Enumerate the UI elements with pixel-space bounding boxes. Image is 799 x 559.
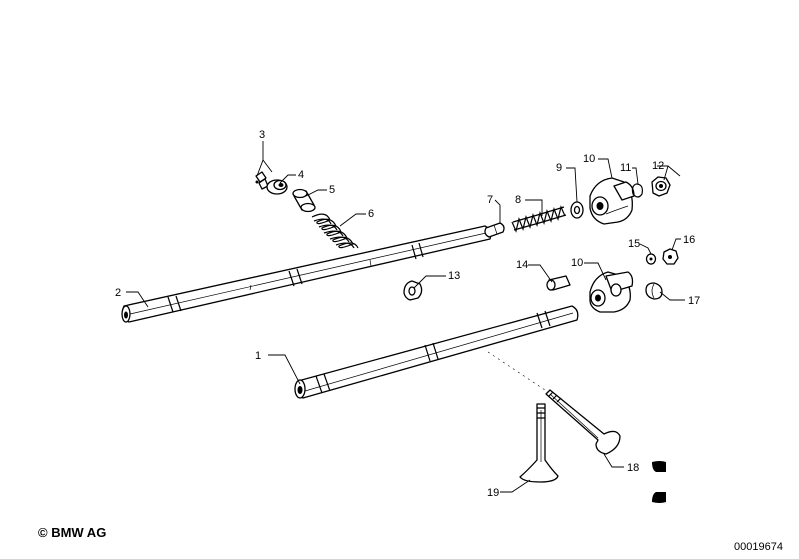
- rocker-arm-upper-part-10[interactable]: [589, 177, 635, 225]
- clip-part-3[interactable]: [255, 171, 269, 190]
- pin-part-7[interactable]: [484, 222, 505, 238]
- part-label-14: 14: [516, 259, 528, 271]
- part-label-11: 11: [620, 162, 631, 174]
- part-label-1: 1: [255, 350, 261, 362]
- bolt-part-14[interactable]: [546, 275, 571, 291]
- part-label-10-upper: 10: [583, 153, 595, 165]
- diagram-number: 00019674: [734, 541, 783, 553]
- part-label-9: 9: [556, 162, 562, 174]
- valve-part-19[interactable]: [519, 403, 559, 483]
- nut-part-16[interactable]: [662, 248, 679, 265]
- copyright-notice: © BMW AG: [38, 525, 107, 540]
- rocker-shaft-lower[interactable]: [294, 305, 579, 399]
- nut-part-12[interactable]: [651, 176, 671, 197]
- part-label-7: 7: [487, 194, 493, 206]
- clip-part-13[interactable]: [403, 280, 423, 301]
- valve-part-18[interactable]: [545, 389, 621, 455]
- rocker-shaft-upper[interactable]: [121, 225, 492, 323]
- spring-part-8[interactable]: [511, 205, 567, 233]
- part-label-17: 17: [688, 295, 700, 307]
- part-label-5: 5: [329, 184, 335, 196]
- part-label-16: 16: [683, 234, 695, 246]
- cap-part-17[interactable]: [645, 282, 663, 300]
- part-label-12: 12: [652, 160, 664, 172]
- part-label-8: 8: [515, 194, 521, 206]
- bushing-part-5[interactable]: [292, 188, 316, 213]
- spring-part-6[interactable]: [311, 213, 359, 249]
- washer-part-15[interactable]: [645, 253, 657, 265]
- part-label-4: 4: [298, 169, 304, 181]
- part-label-2: 2: [115, 287, 121, 299]
- part-label-15: 15: [628, 238, 640, 250]
- part-labels: 1 2 3 4 5 6 7 8 9 10 10 11 12 13 14 15 1…: [115, 129, 700, 499]
- diagram-edge-mark: [652, 461, 666, 503]
- part-label-3: 3: [259, 129, 265, 141]
- part-label-6: 6: [368, 208, 374, 220]
- part-label-18: 18: [627, 462, 639, 474]
- part-label-10-lower: 10: [571, 257, 583, 269]
- part-label-13: 13: [448, 270, 460, 282]
- circlip-part-11[interactable]: [631, 183, 643, 198]
- part-label-19: 19: [487, 487, 499, 499]
- rocker-arm-lower-part-10[interactable]: [589, 271, 634, 313]
- ring-part-9[interactable]: [570, 201, 584, 219]
- washer-part-4[interactable]: [266, 179, 288, 195]
- leader-lines: [126, 141, 685, 493]
